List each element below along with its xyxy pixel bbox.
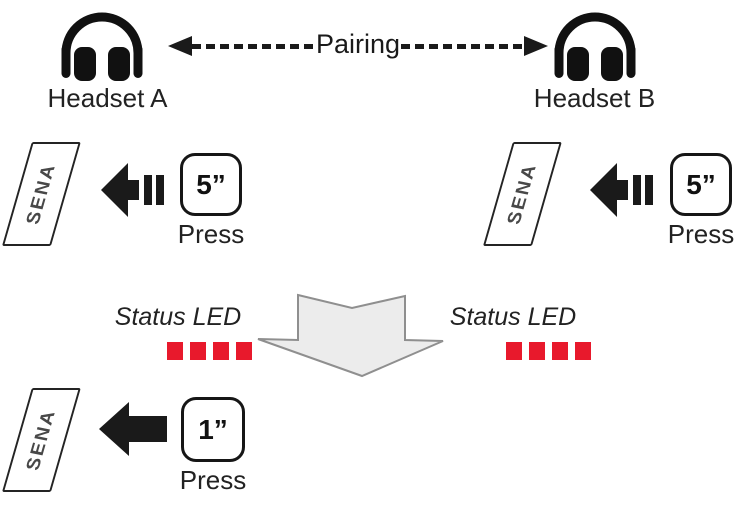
arrow-left-hold-icon [590,163,653,217]
headphones-icon [61,12,143,81]
pairing-label: Pairing [315,28,401,59]
status-led-strip-left [167,342,252,360]
jog-dial-button-5s-right: 5” [670,153,732,216]
led-segment [529,342,545,360]
arrow-left-hold-icon [101,163,164,217]
jog-dial-button-1s: 1” [181,397,245,462]
arrowhead-right-icon [524,36,549,56]
headset-b-label: Headset B [533,83,656,113]
led-segment [506,342,522,360]
status-led-strip-right [506,342,591,360]
led-segment [213,342,229,360]
jog-dial-button-5s-left: 5” [180,153,242,216]
headset-a-label: Headset A [47,83,168,113]
sena-device: SENA [483,142,562,246]
led-segment [575,342,591,360]
led-segment [236,342,252,360]
big-down-arrow-icon [257,293,444,378]
dashed-line-left [192,43,315,49]
press-label: Press [667,219,735,249]
sena-logo: SENA [502,163,542,225]
press-label: Press [179,465,247,495]
status-led-label-left: Status LED [114,303,242,331]
sena-device: SENA [2,142,81,246]
led-segment [190,342,206,360]
headphones-icon [554,12,636,81]
status-led-label-right: Status LED [449,303,577,331]
dashed-line-right [401,43,525,49]
led-segment [167,342,183,360]
arrowhead-left-icon [168,36,192,56]
sena-logo: SENA [21,409,61,471]
led-segment [552,342,568,360]
sena-logo: SENA [21,163,61,225]
arrow-left-icon [99,402,167,456]
press-label: Press [177,219,245,249]
sena-device: SENA [2,388,81,492]
pairing-arrow: Pairing [168,29,549,59]
